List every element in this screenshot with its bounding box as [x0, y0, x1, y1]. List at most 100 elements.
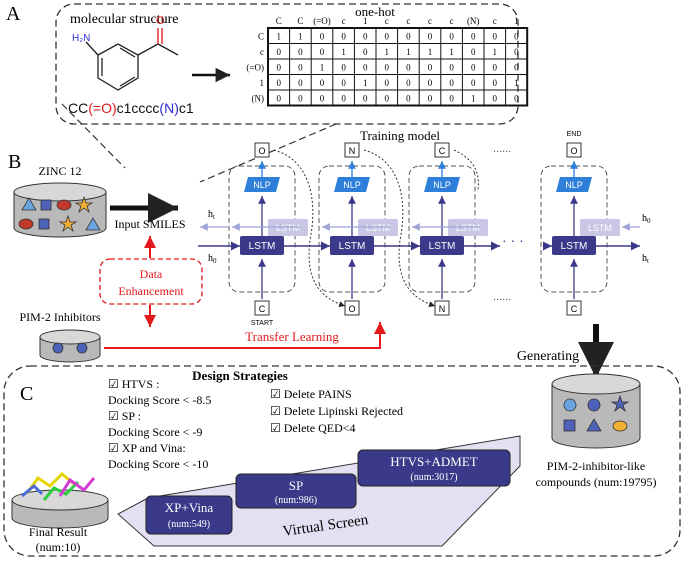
output-token: N — [349, 146, 356, 156]
final-result-num: (num:10) — [36, 540, 81, 554]
lstm-backward-label: LSTM — [366, 223, 390, 233]
onehot-cell: 0 — [320, 47, 325, 57]
onehot-cell: 0 — [320, 78, 325, 88]
onehot-cell: 0 — [298, 78, 303, 88]
onehot-row-label: (=O) — [246, 62, 264, 72]
nlp-cell — [244, 177, 280, 192]
onehot-cell: 1 — [341, 47, 346, 57]
onehot-cell: 0 — [298, 47, 303, 57]
sample-arrow-2 — [363, 149, 436, 308]
generating-label: Generating — [517, 349, 579, 364]
nlp-cell — [424, 177, 460, 192]
stage-htvs-admet-num: (num:3017) — [410, 472, 457, 483]
onehot-row-label: C — [258, 31, 264, 41]
panel-a-label: A — [6, 3, 21, 25]
ellipsis-top: ...... — [493, 143, 511, 155]
transfer-learning-label: Transfer Learning — [245, 329, 339, 344]
zinc-label: ZINC 12 — [39, 164, 82, 178]
panel-c-frame — [3, 365, 681, 557]
h-0-left-label: h0 — [208, 253, 217, 265]
stage-htvs-admet-name: HTVS+ADMET — [390, 454, 478, 469]
onehot-cell: 0 — [471, 31, 476, 41]
onehot-cell: 0 — [298, 93, 303, 103]
onehot-cell: 1 — [277, 31, 282, 41]
onehot-cell: 0 — [449, 62, 454, 72]
sample-arrow-1 — [273, 149, 346, 308]
check-htvs-score: Docking Score < -8.5 — [108, 393, 211, 407]
onehot-cell: 0 — [341, 78, 346, 88]
onehot-col-header: c — [450, 16, 454, 26]
onehot-col-header: (=O) — [313, 16, 331, 26]
lstm-label: LSTM — [561, 241, 588, 252]
onehot-cell: 0 — [428, 78, 433, 88]
onehot-cell: 1 — [406, 47, 411, 57]
panel-a-frame — [55, 3, 519, 125]
compounds-label: PIM-2-inhibitor-like — [547, 459, 645, 473]
check-qed: ☑ Delete QED<4 — [270, 421, 356, 435]
onehot-cell: 1 — [471, 93, 476, 103]
onehot-cell: 0 — [406, 78, 411, 88]
onehot-cell: 1 — [449, 47, 454, 57]
ellipsis-bottom: ...... — [493, 291, 511, 303]
lstm-label: LSTM — [249, 241, 276, 252]
onehot-cell: 0 — [428, 62, 433, 72]
onehot-cell: 0 — [341, 93, 346, 103]
nlp-label: NLP — [433, 180, 451, 190]
stage-sp-name: SP — [289, 478, 303, 493]
lstm-cell — [552, 236, 596, 255]
nlp-label: NLP — [565, 180, 583, 190]
nlp-cell — [556, 177, 592, 192]
onehot-title: one-hot — [355, 4, 395, 19]
transfer-learning-arrow — [104, 322, 386, 349]
input-token-box — [434, 300, 450, 316]
start-label: START — [251, 320, 274, 327]
amine-label: H₂N — [72, 33, 90, 44]
onehot-col-header: c — [385, 16, 389, 26]
onehot-cell: 0 — [449, 93, 454, 103]
onehot-cell: 0 — [493, 62, 498, 72]
onehot-cell: 0 — [341, 31, 346, 41]
final-result-label: Final Result — [29, 525, 88, 539]
onehot-cell: 0 — [428, 31, 433, 41]
smiles-string: CC(=O)c1cccc(N)c1 — [68, 100, 194, 116]
input-token: C — [259, 304, 266, 314]
pim-database-icon — [39, 329, 101, 363]
final-result-icon — [11, 471, 109, 529]
onehot-cell: 0 — [363, 47, 368, 57]
onehot-cell: 0 — [471, 47, 476, 57]
lstm-backward-label: LSTM — [456, 223, 480, 233]
onehot-cell: 0 — [320, 93, 325, 103]
onehot-cell: 0 — [277, 93, 282, 103]
input-token-box — [344, 300, 360, 316]
zinc-database-icon — [13, 182, 107, 238]
onehot-row-label: 1 — [260, 78, 265, 88]
onehot-cell: 0 — [471, 62, 476, 72]
lstm-backward-label: LSTM — [276, 223, 300, 233]
panel-b-label: B — [8, 151, 21, 173]
check-xp-vina: ☑ XP and Vina: — [108, 441, 186, 455]
onehot-cell: 0 — [385, 78, 390, 88]
onehot-col-header: C — [297, 16, 303, 26]
onehot-cell: 0 — [406, 62, 411, 72]
compounds-database-icon — [551, 373, 641, 449]
onehot-cell: 0 — [277, 47, 282, 57]
onehot-col-header: c — [493, 16, 497, 26]
zoom-line-right — [199, 123, 337, 183]
onehot-cell: 0 — [493, 78, 498, 88]
onehot-cell: 0 — [493, 31, 498, 41]
stage-sp-num: (num:986) — [275, 495, 317, 506]
onehot-cell: 1 — [363, 78, 368, 88]
sample-arrow-3 — [453, 149, 479, 191]
input-token: O — [348, 304, 355, 314]
stage-xp-vina-name: XP+Vina — [165, 500, 214, 515]
onehot-cell: 0 — [363, 31, 368, 41]
check-sp: ☑ SP : — [108, 409, 141, 423]
onehot-cell: 0 — [341, 62, 346, 72]
nlp-cell — [334, 177, 370, 192]
lstm-cell — [420, 236, 464, 255]
onehot-cell: 1 — [298, 31, 303, 41]
onehot-cell: 0 — [428, 93, 433, 103]
onehot-col-header: c — [342, 16, 346, 26]
